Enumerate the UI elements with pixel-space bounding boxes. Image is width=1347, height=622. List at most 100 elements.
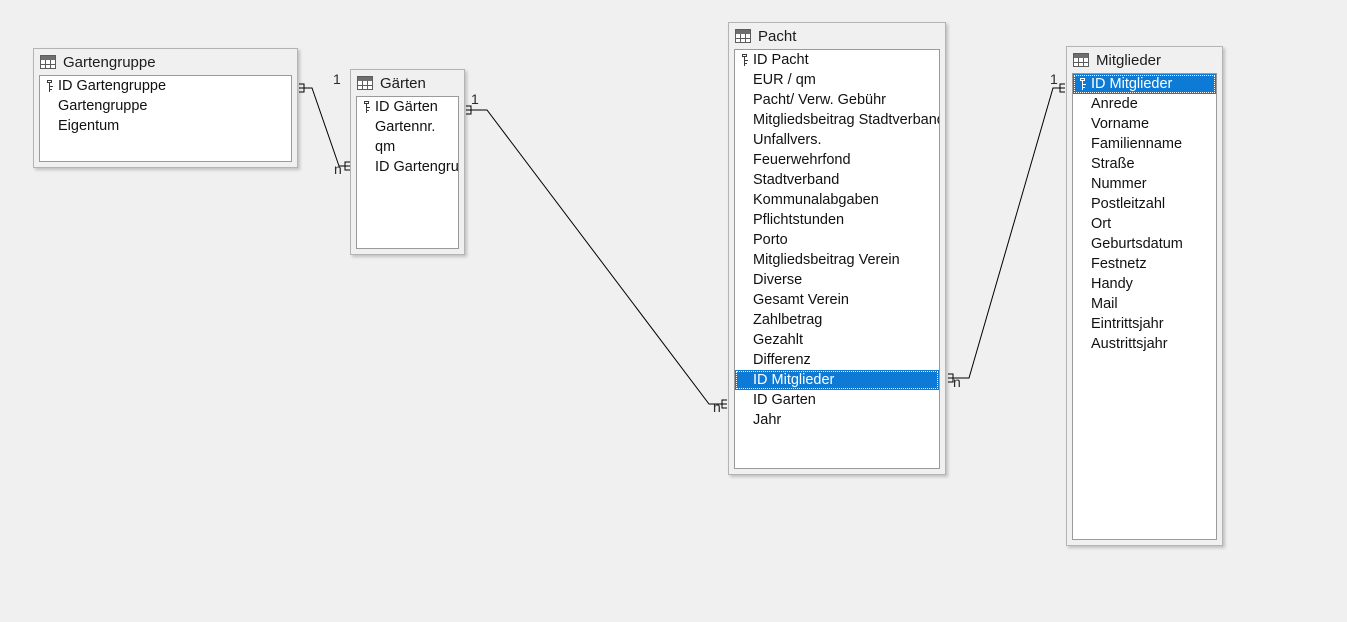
field-name: Mitgliedsbeitrag Verein xyxy=(753,251,900,268)
field-name: Diverse xyxy=(753,271,803,288)
field-row[interactable]: Familienname xyxy=(1073,134,1216,154)
key-slot xyxy=(1076,157,1088,171)
relationship-endpoint xyxy=(721,399,727,409)
key-slot xyxy=(738,313,750,327)
cardinality-many-label: n xyxy=(334,161,342,177)
table-header-pacht[interactable]: Pacht xyxy=(729,23,945,49)
key-slot xyxy=(738,353,750,367)
key-slot xyxy=(1076,337,1088,351)
field-row[interactable]: Differenz xyxy=(735,350,939,370)
field-row[interactable]: Mitgliedsbeitrag Stadtverband xyxy=(735,110,939,130)
table-header-gaerten[interactable]: Gärten xyxy=(351,70,464,96)
key-slot xyxy=(1076,297,1088,311)
field-row[interactable]: Straße xyxy=(1073,154,1216,174)
field-row[interactable]: Nummer xyxy=(1073,174,1216,194)
field-row[interactable]: Porto xyxy=(735,230,939,250)
field-name: Handy xyxy=(1091,275,1133,292)
primary-key-icon xyxy=(1079,78,1086,90)
field-name: Gesamt Verein xyxy=(753,291,849,308)
field-row[interactable]: ID Mitglieder xyxy=(1073,74,1216,94)
field-row[interactable]: EUR / qm xyxy=(735,70,939,90)
key-slot xyxy=(1076,197,1088,211)
field-row[interactable]: Gesamt Verein xyxy=(735,290,939,310)
relationship-line-rel-gartengruppe-gaerten[interactable] xyxy=(299,87,350,167)
field-name: Porto xyxy=(753,231,788,248)
cardinality-many-label: n xyxy=(953,374,961,390)
field-row[interactable]: Mail xyxy=(1073,294,1216,314)
key-slot xyxy=(1076,237,1088,251)
field-row[interactable]: Ort xyxy=(1073,214,1216,234)
key-slot xyxy=(738,93,750,107)
field-row[interactable]: Stadtverband xyxy=(735,170,939,190)
field-row[interactable]: ID Gärten xyxy=(357,97,458,117)
key-slot xyxy=(360,140,372,154)
field-row[interactable]: Austrittsjahr xyxy=(1073,334,1216,354)
field-row[interactable]: Jahr xyxy=(735,410,939,430)
field-row[interactable]: Gartengruppe xyxy=(40,96,291,116)
table-header-gartengruppe[interactable]: Gartengruppe xyxy=(34,49,297,75)
field-row[interactable]: Kommunalabgaben xyxy=(735,190,939,210)
cardinality-one-label: 1 xyxy=(471,91,479,107)
field-name: Mitgliedsbeitrag Stadtverband xyxy=(753,111,940,128)
field-row[interactable]: Zahlbetrag xyxy=(735,310,939,330)
table-icon xyxy=(735,29,751,43)
field-row[interactable]: Mitgliedsbeitrag Verein xyxy=(735,250,939,270)
relationship-line-rel-mitglieder-pacht[interactable] xyxy=(948,87,1065,379)
field-name: ID Mitglieder xyxy=(1091,75,1173,92)
key-slot xyxy=(1076,257,1088,271)
key-slot xyxy=(738,113,750,127)
field-row[interactable]: Anrede xyxy=(1073,94,1216,114)
relationship-endpoint xyxy=(299,83,305,93)
field-name: Differenz xyxy=(753,351,811,368)
field-row[interactable]: Unfallvers. xyxy=(735,130,939,150)
cardinality-one-label: 1 xyxy=(333,71,341,87)
field-name: ID Gartengruppe xyxy=(375,158,459,175)
field-row[interactable]: qm xyxy=(357,137,458,157)
key-slot xyxy=(738,253,750,267)
key-slot xyxy=(738,413,750,427)
field-name: Unfallvers. xyxy=(753,131,822,148)
field-row[interactable]: ID Gartengruppe xyxy=(357,157,458,177)
field-row[interactable]: Feuerwehrfond xyxy=(735,150,939,170)
field-row[interactable]: Handy xyxy=(1073,274,1216,294)
field-row[interactable]: Geburtsdatum xyxy=(1073,234,1216,254)
field-row[interactable]: Pacht/ Verw. Gebühr xyxy=(735,90,939,110)
field-name: Anrede xyxy=(1091,95,1138,112)
key-slot xyxy=(43,99,55,113)
field-name: Mail xyxy=(1091,295,1118,312)
field-name: Stadtverband xyxy=(753,171,840,188)
field-row[interactable]: ID Gartengruppe xyxy=(40,76,291,96)
table-header-mitglieder[interactable]: Mitglieder xyxy=(1067,47,1222,73)
key-slot xyxy=(738,173,750,187)
table-icon xyxy=(357,76,373,90)
field-row[interactable]: Vorname xyxy=(1073,114,1216,134)
field-row[interactable]: ID Pacht xyxy=(735,50,939,70)
relationship-line-rel-gaerten-pacht[interactable] xyxy=(466,109,727,405)
field-name: Austrittsjahr xyxy=(1091,335,1168,352)
key-slot xyxy=(738,213,750,227)
key-slot xyxy=(738,133,750,147)
field-row[interactable]: ID Mitglieder xyxy=(735,370,939,390)
field-row[interactable]: Eigentum xyxy=(40,116,291,136)
field-row[interactable]: Gartennr. xyxy=(357,117,458,137)
field-name: Feuerwehrfond xyxy=(753,151,851,168)
field-row[interactable]: Diverse xyxy=(735,270,939,290)
field-row[interactable]: Postleitzahl xyxy=(1073,194,1216,214)
field-row[interactable]: Eintrittsjahr xyxy=(1073,314,1216,334)
field-name: Gezahlt xyxy=(753,331,803,348)
field-name: Postleitzahl xyxy=(1091,195,1166,212)
field-name: Eigentum xyxy=(58,117,120,134)
field-row[interactable]: Gezahlt xyxy=(735,330,939,350)
field-row[interactable]: Festnetz xyxy=(1073,254,1216,274)
field-row[interactable]: Pflichtstunden xyxy=(735,210,939,230)
field-row[interactable]: ID Garten xyxy=(735,390,939,410)
